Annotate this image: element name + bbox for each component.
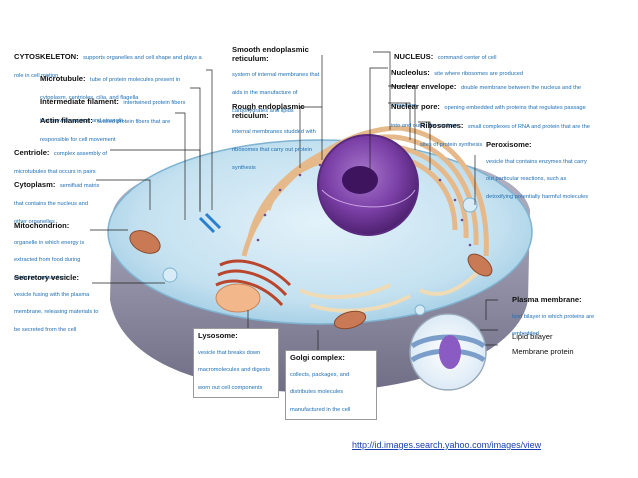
ribosomes-title: Ribosomes: [420, 121, 464, 130]
plasma-membrane-desc: lipid bilayer in which proteins are embe… [512, 313, 595, 338]
smooth-er [299, 268, 482, 313]
label-cytoskeleton: CYTOSKELETON: supports organelles and ce… [14, 46, 204, 82]
label-mitochondrion: Mitochondrion: organelle in which energy… [14, 221, 94, 284]
label-golgi: Golgi complex: collects, packages, and d… [285, 350, 377, 421]
peroxisome-desc: vesicle that contains enzymes that carry… [486, 158, 589, 201]
nucleolus-title: Nucleolus: [391, 68, 430, 77]
mitochondria [129, 230, 493, 330]
secretory-vesicle-title: Secretory vesicle: [14, 273, 80, 282]
intermediate-filament-title: Intermediate filament: [40, 97, 119, 106]
cytoskeleton-title: CYTOSKELETON: [14, 52, 79, 61]
smooth-er-title: Smooth endoplasmic reticulum: [232, 45, 309, 63]
intermediate-filament-desc: intertwined protein fibers that provide … [40, 100, 186, 124]
cytoplasm-surface [107, 139, 533, 325]
actin-filament-desc: twisted protein fibers that are responsi… [40, 119, 171, 143]
nucleus-desc: command center of cell [437, 55, 497, 61]
cytoplasm-title: Cytoplasm: [14, 180, 56, 189]
nucleus-title: NUCLEUS: [394, 52, 434, 61]
rough-er-desc: internal membranes studded with ribosome… [232, 129, 316, 171]
nuclear-pore-title: Nuclear pore: [391, 102, 440, 111]
label-cytoplasm: Cytoplasm: semifluid matrix that contain… [14, 174, 102, 228]
lipid-bilayer-title: Lipid bilayer [512, 332, 553, 341]
label-centriole: Centriole: complex assembly of microtubu… [14, 142, 124, 178]
label-smooth-er: Smooth endoplasmic reticulum: system of … [232, 45, 322, 117]
peroxisome-title: Peroxisome: [486, 140, 532, 149]
label-plasma-membrane: Plasma membrane: lipid bilayer in which … [512, 295, 604, 340]
nucleolus [342, 166, 378, 194]
er-ribosome-dots [256, 163, 472, 247]
rough-er-title: Rough endoplasmic reticulum: [232, 102, 305, 120]
nuclear-envelope-desc: double membrane between the nucleus and … [391, 85, 582, 109]
label-lipid-bilayer: Lipid bilayer [512, 326, 602, 344]
label-membrane-protein: Membrane protein [512, 341, 602, 359]
membrane-protein-title: Membrane protein [512, 347, 574, 356]
smooth-er-desc: system of internal membranes that aids i… [232, 72, 320, 114]
plasma-membrane-title: Plasma membrane: [512, 295, 582, 304]
centriole-desc: complex assembly of microtubules that oc… [14, 151, 108, 175]
label-nuclear-envelope: Nuclear envelope: double membrane betwee… [391, 76, 591, 112]
microtubule-desc: tube of protein molecules present in cyt… [40, 77, 181, 101]
lysosome-title: Lysosome: [198, 331, 238, 340]
label-nucleolus: Nucleolus: site where ribosomes are prod… [391, 62, 591, 80]
microtubule-title: Microtubule: [40, 74, 86, 83]
mitochondrion-title: Mitochondrion: [14, 221, 70, 230]
nucleolus-desc: site where ribosomes are produced [434, 71, 524, 77]
label-actin-filament: Actin filament: twisted protein fibers t… [40, 110, 180, 146]
label-peroxisome: Peroxisome: vesicle that contains enzyme… [486, 140, 591, 203]
nuclear-envelope-title: Nuclear envelope: [391, 82, 457, 91]
lysosome-body [215, 283, 261, 313]
golgi-desc: collects, packages, and distributes mole… [290, 371, 351, 414]
centriole [198, 212, 222, 234]
cytoplasm-desc: semifluid matrix that contains the nucle… [14, 183, 100, 225]
golgi-title: Golgi complex: [290, 353, 345, 362]
source-link[interactable]: http://id.images.search.yahoo.com/images… [352, 440, 542, 450]
mitochondrion-desc: organelle in which energy is extracted f… [14, 239, 85, 282]
label-secretory-vesicle: Secretory vesicle: vesicle fusing with t… [14, 273, 100, 336]
golgi-stack [215, 259, 292, 307]
label-intermediate-filament: Intermediate filament: intertwined prote… [40, 91, 190, 127]
membrane-protein-shape [439, 335, 461, 369]
centriole-title: Centriole: [14, 148, 50, 157]
label-lysosome: Lysosome: vesicle that breaks down macro… [193, 328, 279, 399]
label-ribosomes: Ribosomes: small complexes of RNA and pr… [420, 115, 595, 151]
label-nucleus: NUCLEUS: command center of cell [394, 46, 574, 64]
nuclear-pore-desc: opening embedded with proteins that regu… [391, 105, 586, 129]
lysosome-desc: vesicle that breaks down macromolecules … [198, 349, 271, 392]
secretory-vesicle-desc: vesicle fusing with the plasma membrane,… [14, 291, 99, 334]
vesicles [162, 197, 478, 316]
cytoskeleton-desc: supports organelles and cell shape and p… [14, 55, 202, 79]
label-nuclear-pore: Nuclear pore: opening embedded with prot… [391, 96, 591, 132]
label-microtubule: Microtubule: tube of protein molecules p… [40, 68, 190, 104]
label-rough-er: Rough endoplasmic reticulum: internal me… [232, 102, 320, 174]
ribosomes-desc: small complexes of RNA and protein that … [420, 124, 590, 148]
actin-filament-title: Actin filament: [40, 116, 93, 125]
